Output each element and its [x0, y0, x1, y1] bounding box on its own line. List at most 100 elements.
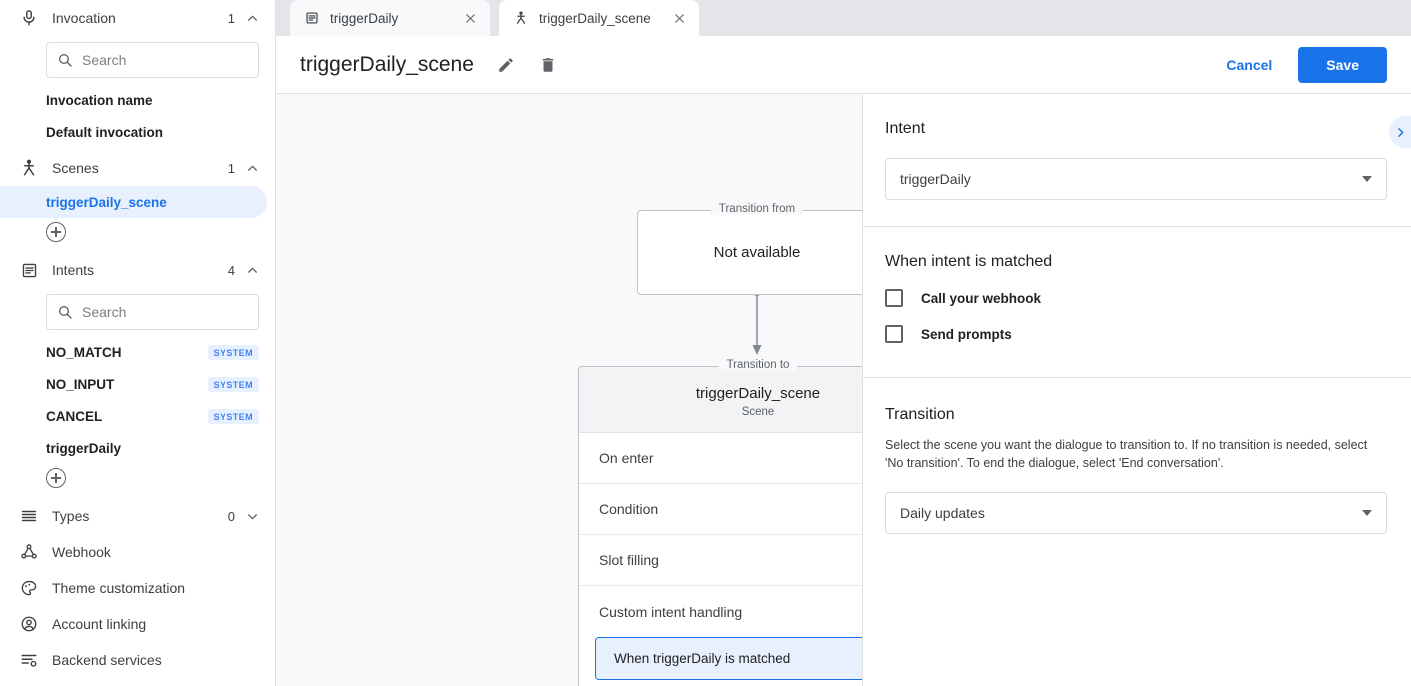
tab-triggerdaily-label: triggerDaily: [330, 10, 399, 26]
sidebar-item-default-invocation[interactable]: Default invocation: [0, 116, 275, 148]
intents-search-box[interactable]: [46, 294, 259, 330]
sidebar-item-account-linking-label: Account linking: [52, 616, 147, 632]
intents-icon: [18, 259, 40, 281]
status-badge: SYSTEM: [207, 376, 259, 392]
sidebar-item-invocation-name[interactable]: Invocation name: [0, 84, 275, 116]
sidebar-item-invocation-name-label: Invocation name: [46, 92, 153, 108]
chevron-down-icon: [1362, 510, 1372, 517]
call-webhook-checkbox[interactable]: [885, 289, 903, 307]
backend-icon: [18, 649, 40, 671]
sidebar-item-backend-services-label: Backend services: [52, 652, 162, 668]
intent-handler-chip[interactable]: When triggerDaily is matched: [595, 637, 862, 680]
cancel-button[interactable]: Cancel: [1214, 48, 1284, 82]
add-intent-row: [0, 464, 275, 492]
scene-graph-canvas[interactable]: Transition from Not available Transition…: [276, 94, 862, 686]
sidebar-item-no-input[interactable]: NO_INPUT SYSTEM: [0, 368, 275, 400]
sidebar-item-cancel-label: CANCEL: [46, 408, 103, 424]
when-matched-title: When intent is matched: [885, 253, 1053, 270]
close-icon[interactable]: [462, 10, 478, 26]
chevron-up-icon[interactable]: [245, 11, 259, 25]
sidebar-item-webhook-label: Webhook: [52, 544, 111, 560]
intents-search-input[interactable]: [82, 304, 248, 320]
status-badge: SYSTEM: [207, 344, 259, 360]
webhook-icon: [18, 541, 40, 563]
scene-row-slot-filling-label: Slot filling: [599, 552, 659, 568]
sidebar-section-intents[interactable]: Intents 4: [0, 252, 275, 288]
sidebar-section-intents-count: 4: [227, 262, 235, 278]
page-title: triggerDaily_scene: [300, 52, 474, 76]
invocation-search-box[interactable]: [46, 42, 259, 78]
chevron-down-icon: [1362, 176, 1372, 182]
sidebar-section-types[interactable]: Types 0: [0, 498, 275, 534]
intent-select[interactable]: triggerDaily: [885, 158, 1387, 200]
left-sidebar: Invocation 1 Invocation name Default inv…: [0, 0, 276, 686]
search-icon: [57, 304, 73, 321]
save-button[interactable]: Save: [1298, 46, 1387, 83]
intent-select-value: triggerDaily: [900, 171, 971, 187]
sidebar-item-triggerdaily[interactable]: triggerDaily: [0, 432, 275, 464]
sidebar-section-invocation-label: Invocation: [52, 10, 116, 26]
checkbox-row-send-prompts[interactable]: Send prompts: [885, 325, 1387, 343]
pencil-icon[interactable]: [496, 55, 516, 75]
scene-row-custom-intent-handling-label: Custom intent handling: [599, 603, 743, 620]
sidebar-item-no-match-label: NO_MATCH: [46, 344, 122, 360]
scene-row-slot-filling[interactable]: Slot filling +: [579, 535, 862, 586]
transition-from-node[interactable]: Transition from Not available: [637, 203, 862, 295]
sidebar-section-scenes-count: 1: [227, 160, 235, 176]
send-prompts-checkbox[interactable]: [885, 325, 903, 343]
page-header: triggerDaily_scene Cancel Save: [276, 36, 1411, 94]
add-scene-button[interactable]: [46, 222, 66, 242]
sidebar-item-no-match[interactable]: NO_MATCH SYSTEM: [0, 336, 275, 368]
add-scene-row: [0, 218, 275, 246]
main-area: triggerDaily triggerDaily_scene trigge: [276, 0, 1411, 686]
scene-node[interactable]: Transition to triggerDaily_scene Scene O…: [578, 359, 862, 686]
chevron-down-icon[interactable]: [245, 509, 259, 523]
invocation-search-wrap: [0, 36, 275, 84]
chevron-up-icon[interactable]: [245, 263, 259, 277]
sidebar-item-webhook[interactable]: Webhook: [0, 534, 275, 570]
sidebar-item-cancel[interactable]: CANCEL SYSTEM: [0, 400, 275, 432]
scene-row-on-enter-label: On enter: [599, 450, 654, 466]
tab-triggerdaily[interactable]: triggerDaily: [290, 0, 490, 36]
sidebar-item-default-invocation-label: Default invocation: [46, 124, 164, 140]
sidebar-item-triggerdaily-scene-label: triggerDaily_scene: [46, 194, 167, 210]
invocation-search-input[interactable]: [82, 52, 248, 68]
scene-icon: [513, 10, 529, 26]
sidebar-section-scenes[interactable]: Scenes 1: [0, 150, 275, 186]
sidebar-item-triggerdaily-scene[interactable]: triggerDaily_scene: [0, 186, 267, 218]
chevron-right-icon[interactable]: [1389, 116, 1411, 148]
close-icon[interactable]: [671, 10, 687, 26]
intent-handler-chip-label: When triggerDaily is matched: [614, 651, 791, 666]
sidebar-section-scenes-label: Scenes: [52, 160, 99, 176]
scene-row-condition[interactable]: Condition +: [579, 484, 862, 535]
sidebar-section-types-count: 0: [227, 508, 235, 524]
scene-row-on-enter[interactable]: On enter +: [579, 433, 862, 484]
transition-to-legend: Transition to: [718, 359, 798, 371]
panel-section-when-matched: When intent is matched Call your webhook…: [863, 227, 1411, 378]
add-intent-button[interactable]: [46, 468, 66, 488]
intents-icon: [304, 10, 320, 26]
scene-row-custom-intent-handling[interactable]: Custom intent handling +: [579, 586, 862, 637]
tab-triggerdaily-scene[interactable]: triggerDaily_scene: [499, 0, 699, 36]
sidebar-item-theme-customization[interactable]: Theme customization: [0, 570, 275, 606]
transition-from-value: Not available: [713, 244, 801, 261]
tab-bar: triggerDaily triggerDaily_scene: [276, 0, 1411, 36]
panel-section-transition: Transition Select the scene you want the…: [863, 378, 1411, 560]
sidebar-item-account-linking[interactable]: Account linking: [0, 606, 275, 642]
transition-select-value: Daily updates: [900, 505, 985, 522]
transition-section-description: Select the scene you want the dialogue t…: [885, 438, 1368, 471]
sidebar-item-backend-services[interactable]: Backend services: [0, 642, 275, 678]
body-area: Transition from Not available Transition…: [276, 94, 1411, 686]
trash-icon[interactable]: [538, 55, 558, 75]
scene-row-condition-label: Condition: [599, 501, 659, 517]
status-badge: SYSTEM: [207, 408, 259, 424]
transition-select[interactable]: Daily updates: [885, 492, 1387, 535]
call-webhook-label: Call your webhook: [921, 290, 1042, 306]
panel-section-intent: Intent triggerDaily: [863, 94, 1411, 227]
intent-section-title: Intent: [885, 120, 926, 137]
send-prompts-label: Send prompts: [921, 326, 1012, 342]
sidebar-section-invocation[interactable]: Invocation 1: [0, 0, 275, 36]
checkbox-row-call-your-webhook[interactable]: Call your webhook: [885, 289, 1387, 307]
chevron-up-icon[interactable]: [245, 161, 259, 175]
